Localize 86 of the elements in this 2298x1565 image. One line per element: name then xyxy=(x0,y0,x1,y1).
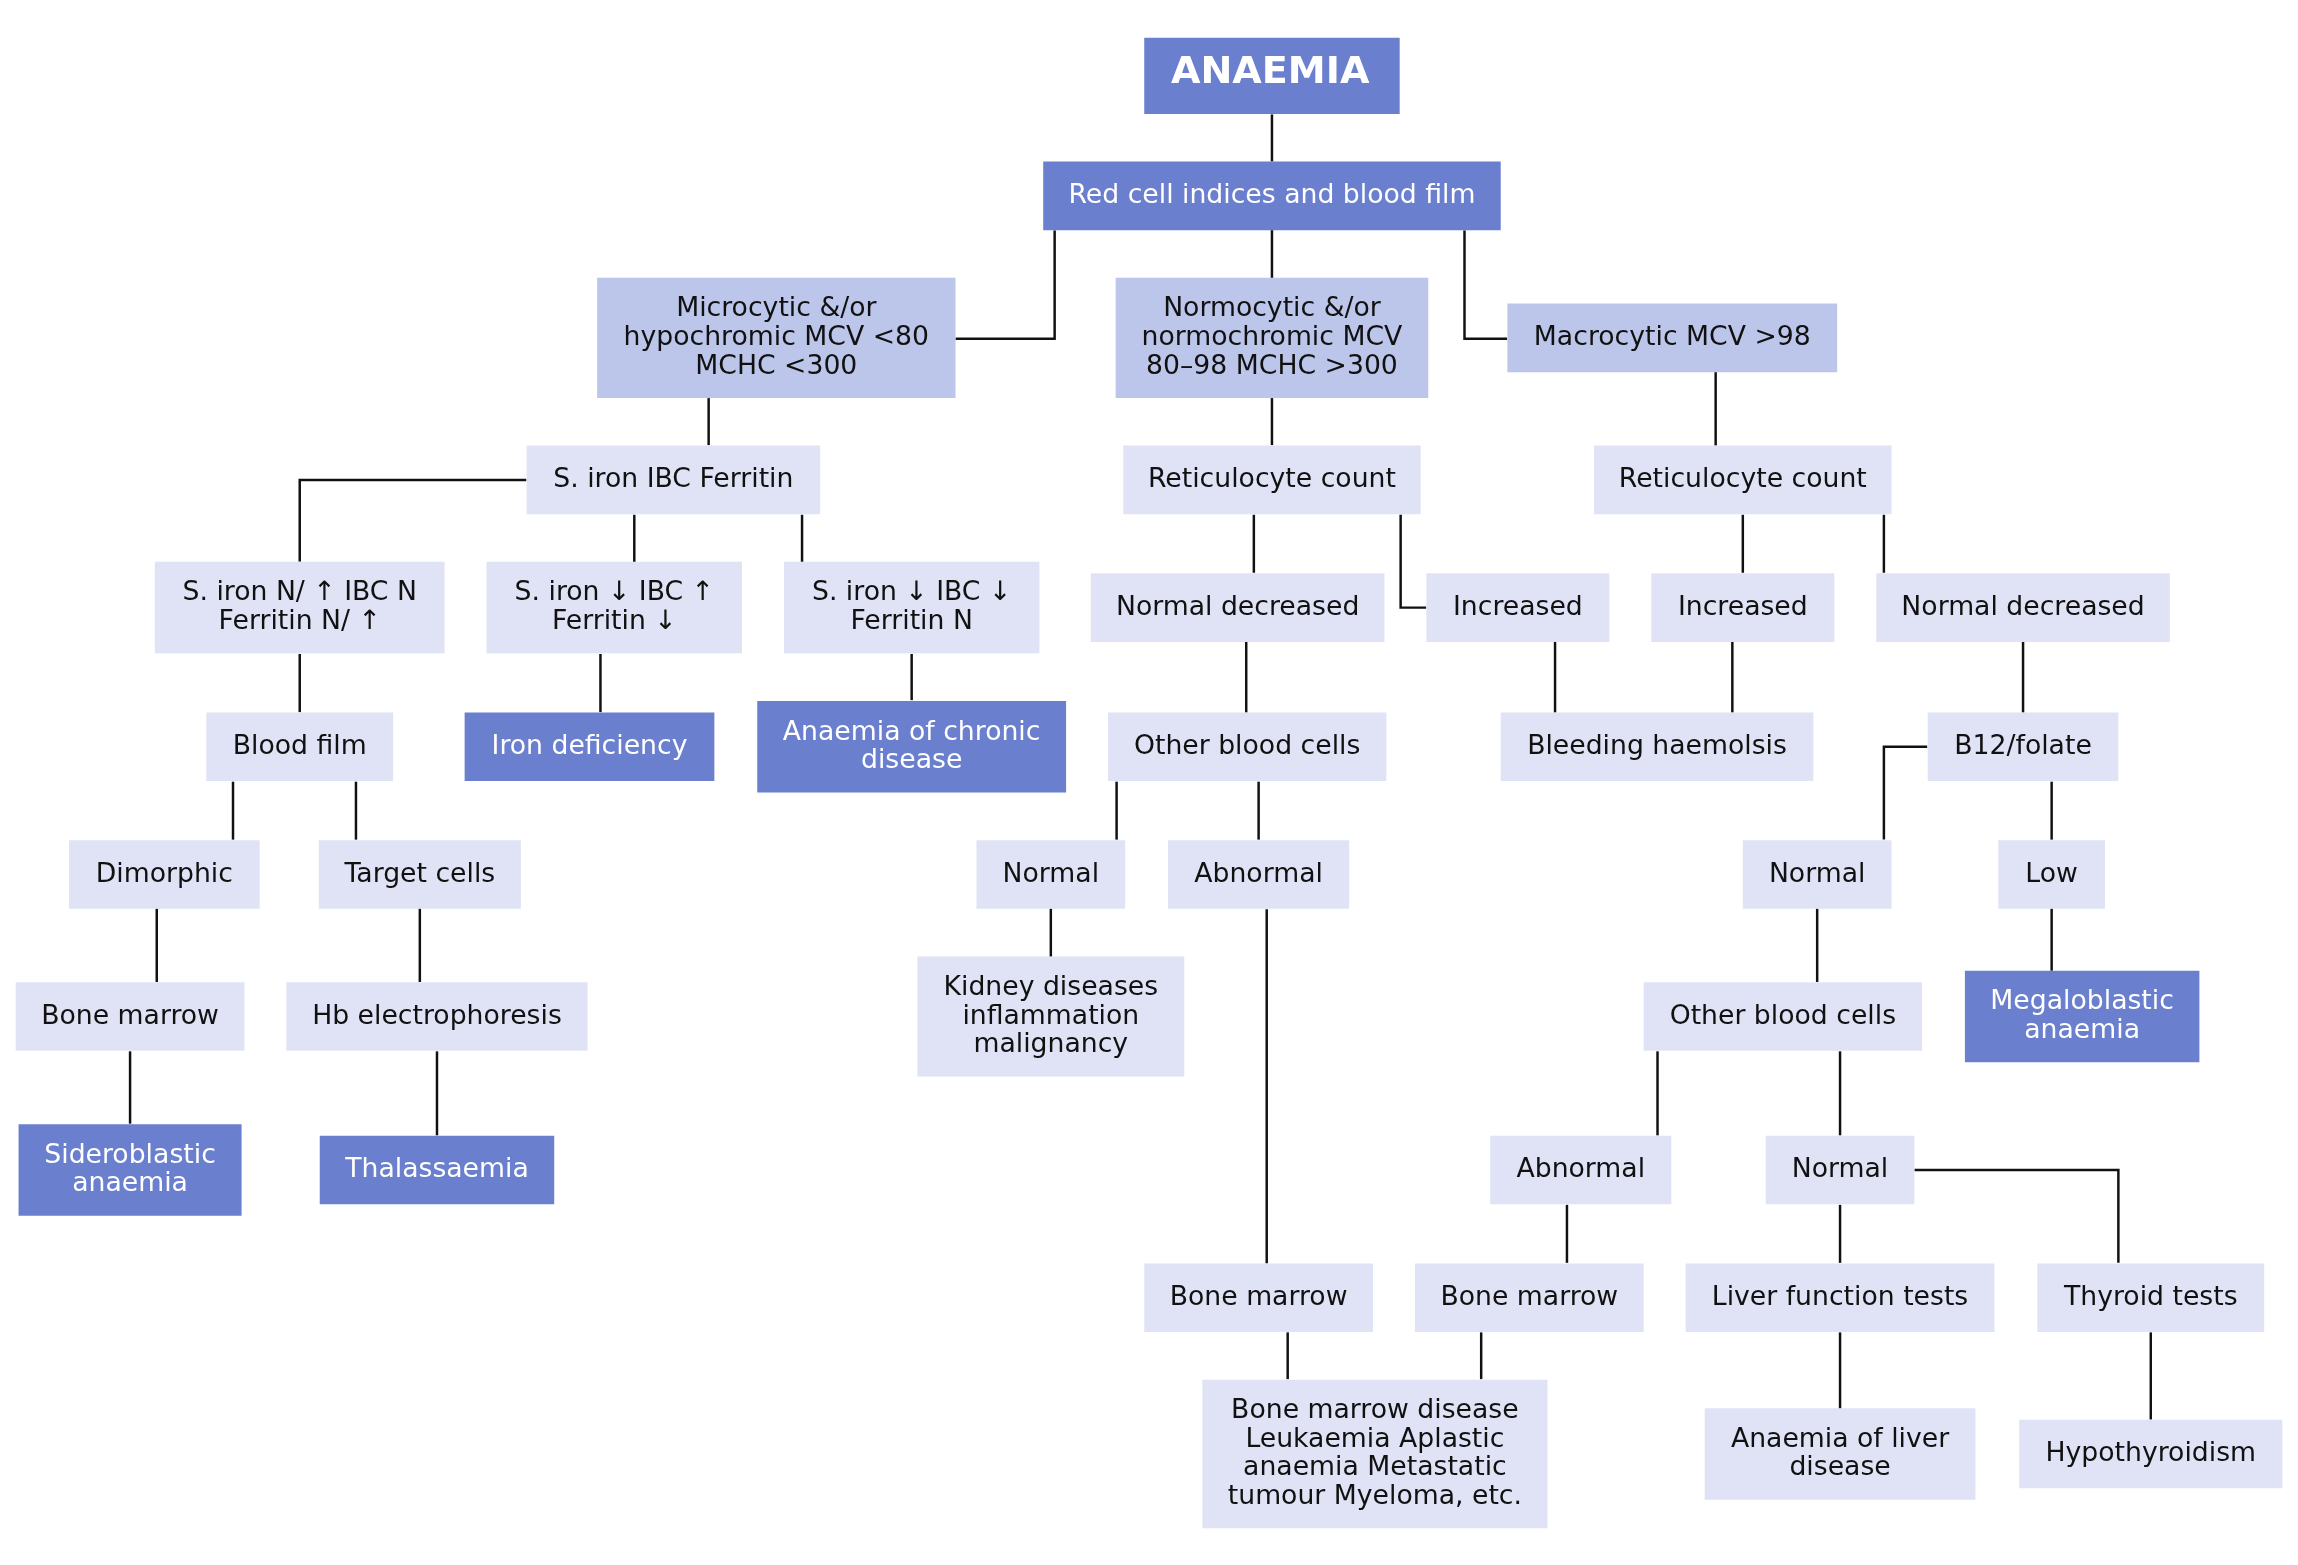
node-box: Bone marrow disease Leukaemia Aplastic anaemia Metastatic tumour Myeloma, etc. xyxy=(1202,1379,1548,1528)
node-box: Bleeding haemolsis xyxy=(1500,711,1814,781)
node-box: Normal xyxy=(976,839,1126,909)
node-box: Other blood cells xyxy=(1108,711,1387,781)
node-box: Bone marrow xyxy=(1414,1262,1644,1332)
connector xyxy=(1815,908,1819,982)
node-box: Megaloblastic anaemia xyxy=(1964,970,2200,1062)
node-box: B12/folate xyxy=(1927,711,2119,781)
node-box: Dimorphic xyxy=(69,839,260,909)
node-box: Hb electrophoresis xyxy=(286,981,588,1051)
node-box: S. iron ↓ IBC ↑ Ferritin ↓ xyxy=(486,561,742,653)
node-box: Reticulocyte count xyxy=(1123,445,1421,514)
connector xyxy=(1882,514,1886,573)
connector xyxy=(2050,781,2053,840)
node-box: Bone marrow xyxy=(1144,1262,1373,1332)
node-box: Blood film xyxy=(206,711,394,781)
node-box: Low xyxy=(1998,839,2105,909)
connector xyxy=(1252,514,1256,573)
node-box: S. iron ↓ IBC ↓ Ferritin N xyxy=(783,561,1040,653)
connector xyxy=(2050,908,2053,971)
connector xyxy=(1270,229,1274,278)
node-box: Red cell indices and blood film xyxy=(1043,161,1501,230)
node-box: Liver function tests xyxy=(1685,1262,1995,1332)
connector xyxy=(1714,371,1717,445)
node-box: Microcytic &/or hypochromic MCV <80 MCHC <300 xyxy=(597,277,956,398)
connector xyxy=(418,908,422,982)
node-box: ANAEMIA xyxy=(1144,37,1400,114)
connector xyxy=(298,653,301,712)
connector xyxy=(1049,908,1053,956)
node-box: Thyroid tests xyxy=(2037,1262,2265,1332)
connector xyxy=(1565,1204,1569,1263)
node-box: Other blood cells xyxy=(1643,981,1922,1051)
connector xyxy=(1741,514,1745,573)
connector xyxy=(1286,1331,1289,1379)
connector xyxy=(1463,229,1508,340)
connector xyxy=(2021,641,2025,712)
connector xyxy=(707,397,710,445)
connector xyxy=(599,653,602,712)
node-box: S. iron N/ ↑ IBC N Ferritin N/ ↑ xyxy=(154,561,445,653)
connector xyxy=(298,478,527,561)
connector xyxy=(128,1050,132,1124)
node-box: Anaemia of liver disease xyxy=(1704,1407,1976,1500)
connector xyxy=(1479,1331,1483,1379)
node-box: Normal decreased xyxy=(1090,572,1385,642)
node-box: Hypothyroidism xyxy=(2019,1419,2283,1488)
node-box: Abnormal xyxy=(1168,839,1350,909)
node-box: Reticulocyte count xyxy=(1594,445,1892,514)
node-box: Iron deficiency xyxy=(464,711,715,781)
node-box: Increased xyxy=(1426,572,1610,642)
connector xyxy=(800,514,804,562)
connector xyxy=(354,781,358,840)
node-box: Bone marrow xyxy=(15,981,245,1051)
connector xyxy=(1245,641,1248,712)
node-box: Anaemia of chronic disease xyxy=(757,700,1067,793)
node-box: Target cells xyxy=(318,839,521,909)
node-box: Increased xyxy=(1651,572,1835,642)
connector xyxy=(231,781,235,840)
node-box: Thalassaemia xyxy=(319,1135,555,1204)
node-box: Normal xyxy=(1742,839,1892,909)
connector xyxy=(155,908,158,982)
connector xyxy=(1882,745,1928,840)
node-box: Abnormal xyxy=(1490,1135,1672,1204)
node-box: Normocytic &/or normochromic MCV 80–98 MCHC >300 xyxy=(1115,277,1429,398)
connector xyxy=(1553,641,1557,712)
node-box: Kidney diseases inflammation malignancy xyxy=(917,956,1185,1077)
connector xyxy=(1838,1050,1842,1135)
node-box: Normal decreased xyxy=(1876,572,2170,642)
connector xyxy=(435,1050,439,1135)
connector xyxy=(2149,1331,2152,1419)
connector xyxy=(633,514,636,562)
connector xyxy=(910,653,913,700)
connector xyxy=(955,229,1056,340)
connector xyxy=(1270,397,1274,445)
connector xyxy=(1656,1050,1659,1135)
node-box: Sideroblastic anaemia xyxy=(18,1123,242,1216)
node-box: Normal xyxy=(1765,1135,1915,1204)
connector xyxy=(1115,781,1118,840)
connector xyxy=(1914,1168,2120,1263)
node-box: S. iron IBC Ferritin xyxy=(526,445,821,514)
connector xyxy=(1270,113,1274,161)
connector xyxy=(1838,1204,1842,1263)
connector xyxy=(1265,908,1268,1263)
node-box: Macrocytic MCV >98 xyxy=(1507,303,1838,372)
connector xyxy=(1731,641,1734,712)
connector xyxy=(1838,1331,1842,1408)
connector xyxy=(1257,781,1260,840)
